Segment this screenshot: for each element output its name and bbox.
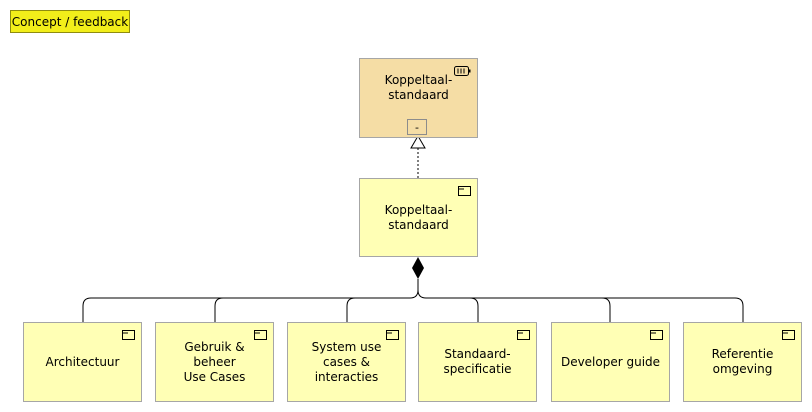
child-label: System use cases & interacties	[311, 339, 382, 384]
child-architectuur[interactable]: Architectuur	[23, 322, 142, 402]
artifact-folder-icon	[517, 329, 530, 344]
port-label: -	[407, 119, 427, 135]
branch-standaard	[469, 297, 479, 322]
middle-box-label: Koppeltaal- standaard	[384, 202, 453, 232]
tag-text: Concept / feedback	[11, 14, 129, 29]
concept-feedback-label: Concept / feedback	[10, 10, 130, 33]
port-label-text: -	[415, 120, 419, 134]
branch-developer-guide	[601, 297, 611, 322]
artifact-folder-icon	[782, 329, 795, 344]
artifact-folder-icon	[386, 329, 399, 344]
child-label: Gebruik & beheer Use Cases	[183, 339, 246, 384]
child-referentie-omgeving[interactable]: Referentie omgeving	[683, 322, 802, 402]
realization-arrowhead	[410, 135, 426, 149]
artifact-folder-icon	[254, 329, 267, 344]
system-software-icon	[454, 65, 471, 80]
child-label: Referentie omgeving	[711, 347, 774, 376]
child-developer-guide[interactable]: Developer guide	[551, 322, 670, 402]
child-system-use-cases[interactable]: System use cases & interacties	[287, 322, 406, 402]
child-label: Architectuur	[45, 354, 120, 369]
branch-system-use-cases	[346, 297, 356, 322]
child-standaard-specificatie[interactable]: Standaard- specificatie	[418, 322, 537, 402]
koppeltaal-standaard-element[interactable]: Koppeltaal- standaard	[359, 178, 478, 257]
top-box-label: Koppeltaal- standaard	[384, 73, 453, 102]
child-gebruik-beheer[interactable]: Gebruik & beheer Use Cases	[155, 322, 274, 402]
child-label: Standaard- specificatie	[443, 347, 512, 376]
composition-bus	[82, 289, 744, 322]
child-label: Developer guide	[560, 354, 661, 369]
artifact-folder-icon	[650, 329, 663, 344]
artifact-folder-icon	[458, 185, 471, 200]
composition-diamond	[412, 257, 424, 279]
artifact-folder-icon	[122, 329, 135, 344]
branch-gebruik	[214, 297, 224, 322]
